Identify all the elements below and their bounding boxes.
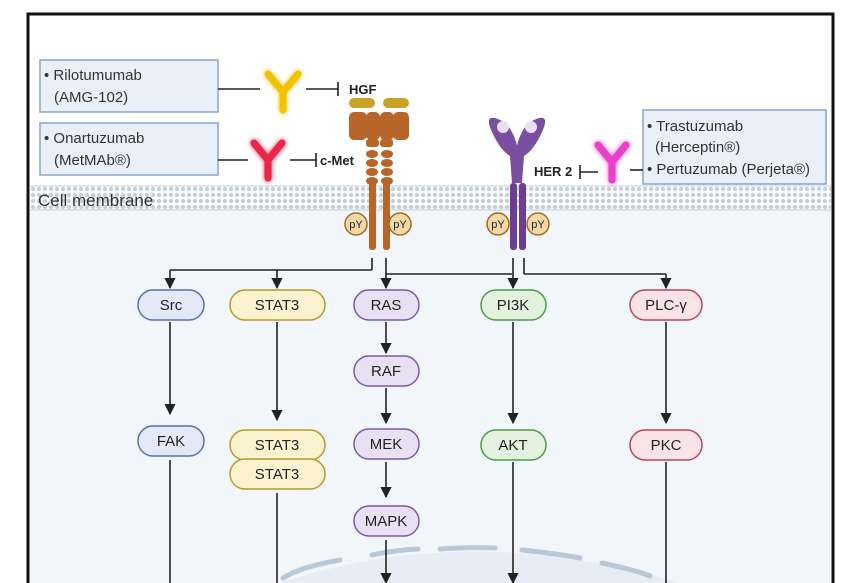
- onartuzumab-name: • Onartuzumab: [44, 130, 144, 147]
- pertuzumab-name: • Pertuzumab (Perjeta®): [647, 161, 810, 178]
- trastuzumab-name: • Trastuzumab: [647, 118, 743, 135]
- svg-text:RAS: RAS: [371, 297, 402, 314]
- svg-text:MAPK: MAPK: [365, 513, 408, 530]
- node-pi3k: PI3K: [480, 289, 547, 321]
- onartuzumab-code: (MetMAb®): [54, 152, 131, 169]
- rilotumumab-box: • Rilotumumab (AMG-102): [39, 59, 219, 113]
- connectors: [164, 258, 672, 583]
- her2-antibody-icon: [594, 141, 630, 184]
- her2-drugs-box: • Trastuzumab (Herceptin®) • Pertuzumab …: [642, 109, 827, 185]
- cmet-py-right: pY: [393, 219, 407, 231]
- inhibition-lines: [218, 82, 643, 179]
- svg-text:PI3K: PI3K: [497, 297, 530, 314]
- svg-text:STAT3: STAT3: [255, 437, 299, 454]
- cell-membrane: [30, 186, 831, 210]
- node-mapk: MAPK: [353, 505, 420, 537]
- node-akt: AKT: [480, 429, 547, 461]
- rilotumumab-antibody-icon: [264, 70, 302, 114]
- her2-label: HER 2: [534, 164, 572, 179]
- cmet-receptor: [349, 112, 409, 250]
- her2-receptor: pY pY: [486, 117, 550, 250]
- svg-text:RAF: RAF: [371, 363, 401, 380]
- node-mek: MEK: [353, 428, 420, 460]
- cmet-py-left: pY: [349, 219, 363, 231]
- onartuzumab-box: • Onartuzumab (MetMAb®): [39, 122, 219, 176]
- cmet-phospho-sites: pY pY: [344, 212, 412, 236]
- membrane-label: Cell membrane: [38, 191, 153, 210]
- onartuzumab-antibody-icon: [250, 139, 286, 182]
- svg-text:MEK: MEK: [370, 436, 403, 453]
- rilotumumab-name: • Rilotumumab: [44, 67, 142, 84]
- node-src: Src: [137, 289, 205, 321]
- hgf-ligand: [349, 98, 409, 108]
- svg-text:STAT3: STAT3: [255, 466, 299, 483]
- svg-text:AKT: AKT: [498, 437, 527, 454]
- svg-text:PLC-γ: PLC-γ: [645, 297, 687, 314]
- svg-text:FAK: FAK: [157, 433, 185, 450]
- nucleus: [280, 545, 680, 583]
- cytoplasm: [30, 206, 831, 583]
- node-pkc: PKC: [629, 429, 703, 461]
- hgf-label: HGF: [349, 82, 377, 97]
- node-ras: RAS: [353, 289, 420, 321]
- cmet-label: c-Met: [320, 153, 355, 168]
- svg-text:Src: Src: [160, 297, 183, 314]
- node-stat3-dimer: STAT3 STAT3: [229, 429, 326, 490]
- node-plc-gamma: PLC-γ: [629, 289, 703, 321]
- svg-text:PKC: PKC: [651, 437, 682, 454]
- node-raf: RAF: [353, 355, 420, 387]
- node-stat3: STAT3: [229, 289, 326, 321]
- node-fak: FAK: [137, 425, 205, 457]
- svg-text:STAT3: STAT3: [255, 297, 299, 314]
- trastuzumab-brand: (Herceptin®): [655, 139, 740, 156]
- her2-py-left: pY: [491, 219, 505, 231]
- rilotumumab-code: (AMG-102): [54, 89, 128, 106]
- her2-py-right: pY: [531, 219, 545, 231]
